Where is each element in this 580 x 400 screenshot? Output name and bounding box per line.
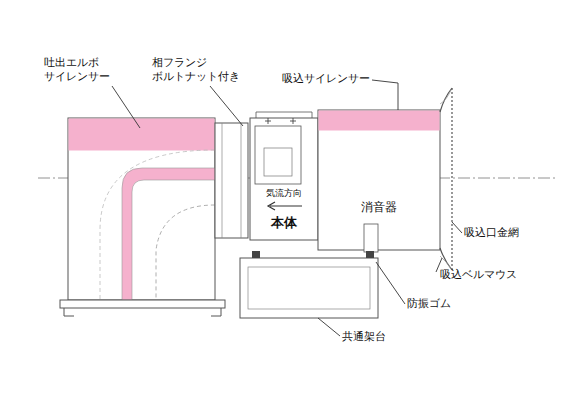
silencer-label: 消音器 [361,199,397,216]
bell-mouth [440,88,452,270]
part-name: 相フランジ ボルトナット付き [152,56,236,85]
part-name: 吐出エルボ サイレンサー [44,56,118,85]
part-name: 共通架台 [342,330,412,344]
silencer-box: 消音器 [318,110,440,250]
airflow-arrow [264,201,304,211]
part-name: 吸込口金網 [464,226,554,240]
fan-body: 気流方向本体 [250,118,318,240]
companion-flange [215,123,248,238]
body-label: 本体 [271,214,297,232]
common-base [240,251,378,318]
part-name: 吸込ベルマウス [440,268,540,282]
part-name: 防振ゴム [407,297,477,311]
airflow-label: 気流方向 [266,187,302,200]
fan-body-detail [250,112,318,240]
part-name: 吸込サイレンサー [282,72,378,86]
elbow-silencer [60,118,225,316]
suction-silencer [318,110,440,252]
